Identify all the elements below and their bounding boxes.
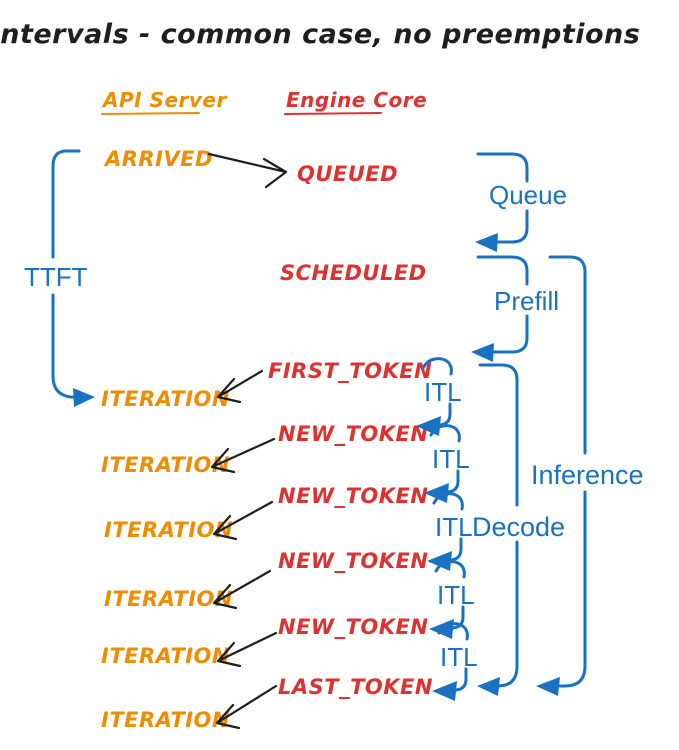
itl-hook	[438, 402, 452, 427]
event-new-token-1: NEW_TOKEN	[278, 422, 428, 446]
decode-bracket: Decode	[472, 363, 565, 696]
event-iteration-4: ITERATION	[104, 587, 233, 611]
itl-unit-5: ITL	[432, 622, 478, 701]
diagram-title: Intervals - common case, no preemptions	[0, 19, 640, 50]
itl-arc	[434, 560, 466, 579]
queue-arrowhead-icon	[475, 233, 498, 252]
inference-label: Inference	[531, 460, 644, 490]
event-new-token-3: NEW_TOKEN	[278, 549, 428, 573]
itl-label-5: ITL	[440, 642, 478, 672]
arrow-new-token1-to-iteration	[210, 437, 276, 474]
column-header-engine-core: Engine Core	[286, 88, 427, 112]
ttft-bracket: TTFT	[24, 149, 95, 407]
queue-label: Queue	[489, 180, 567, 210]
arrow-first-token-to-iteration	[216, 369, 264, 404]
prefill-arrowhead-icon	[471, 343, 494, 362]
inference-arrowhead-icon	[536, 677, 560, 696]
ttft-arrowhead-icon	[73, 388, 95, 407]
event-iteration-3: ITERATION	[104, 518, 233, 542]
itl-label-3: ITL	[435, 512, 473, 542]
itl-arc	[429, 424, 461, 443]
arrow-new-token3-to-iteration	[212, 569, 272, 610]
itl-arc	[421, 357, 453, 376]
itl-arrowhead-icon	[424, 483, 449, 503]
itl-unit-3: ITL	[427, 492, 473, 571]
itl-hook	[449, 537, 463, 562]
event-first-token: FIRST_TOKEN	[268, 359, 432, 383]
itl-hook	[454, 667, 468, 692]
itl-hook	[446, 469, 460, 494]
engine-core-underline	[284, 112, 382, 115]
event-iteration-1: ITERATION	[101, 387, 230, 411]
event-iteration-5: ITERATION	[101, 644, 230, 668]
inference-bracket: Inference	[531, 255, 644, 696]
itl-arc	[432, 492, 464, 511]
itl-unit-2: ITL	[424, 424, 470, 503]
event-iteration-6: ITERATION	[101, 708, 230, 732]
prefill-label: Prefill	[494, 286, 559, 316]
arrow-arrived-to-queued	[207, 152, 288, 189]
event-new-token-4: NEW_TOKEN	[278, 615, 428, 639]
event-new-token-2: NEW_TOKEN	[278, 484, 428, 508]
arrow-last-token-to-iteration	[215, 684, 278, 730]
event-arrived: ARRIVED	[103, 147, 213, 171]
arrow-new-token4-to-iteration	[216, 631, 278, 668]
event-iteration-2: ITERATION	[101, 453, 230, 477]
ttft-label: TTFT	[24, 262, 88, 292]
arrow-new-token2-to-iteration	[212, 500, 274, 541]
event-scheduled: SCHEDULED	[280, 261, 427, 285]
column-header-api-server: API Server	[101, 88, 227, 112]
queue-bracket: Queue	[475, 152, 567, 252]
event-queued: QUEUED	[297, 162, 398, 186]
itl-arrowhead-icon	[432, 681, 457, 701]
itl-label-1: ITL	[424, 377, 462, 407]
itl-label-2: ITL	[432, 444, 470, 474]
prefill-bracket: Prefill	[471, 255, 559, 362]
itl-arc	[437, 622, 469, 641]
api-server-underline	[101, 112, 200, 115]
decode-arrowhead-icon	[477, 677, 500, 696]
event-last-token: LAST_TOKEN	[278, 675, 433, 699]
itl-arrowhead-icon	[427, 551, 452, 571]
itl-label-4: ITL	[437, 580, 475, 610]
decode-label: Decode	[472, 512, 565, 542]
itl-unit-4: ITL	[429, 560, 475, 639]
